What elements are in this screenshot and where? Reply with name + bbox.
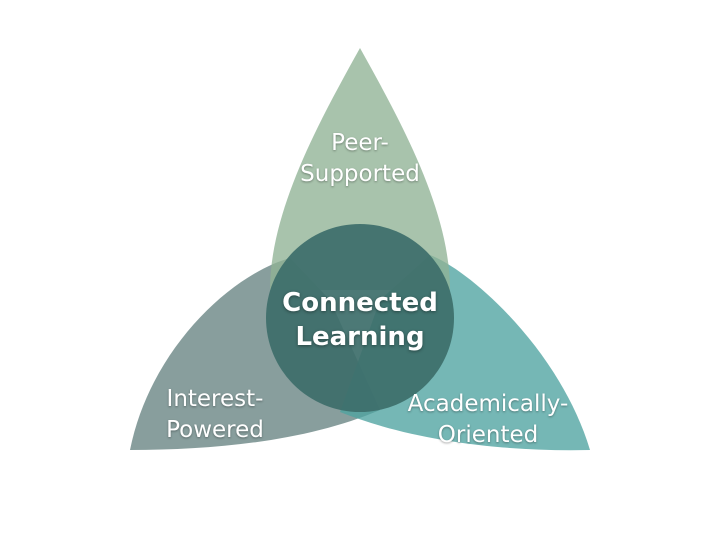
label-academic-line2: Oriented <box>437 422 539 448</box>
label-peer-line1: Peer- <box>331 130 389 156</box>
label-interest-line2: Powered <box>166 417 264 443</box>
label-center-line1: Connected <box>282 288 438 318</box>
label-connected-learning: Connected Learning <box>260 286 460 354</box>
label-center-line2: Learning <box>295 322 425 352</box>
label-interest-powered: Interest- Powered <box>145 384 285 446</box>
center-circle <box>266 224 454 412</box>
label-peer-line2: Supported <box>300 161 420 187</box>
label-academically-oriented: Academically- Oriented <box>398 389 578 451</box>
label-academic-line1: Academically- <box>407 391 569 417</box>
petal-peer-supported <box>270 48 450 290</box>
label-peer-supported: Peer- Supported <box>280 128 440 190</box>
label-interest-line1: Interest- <box>166 386 264 412</box>
